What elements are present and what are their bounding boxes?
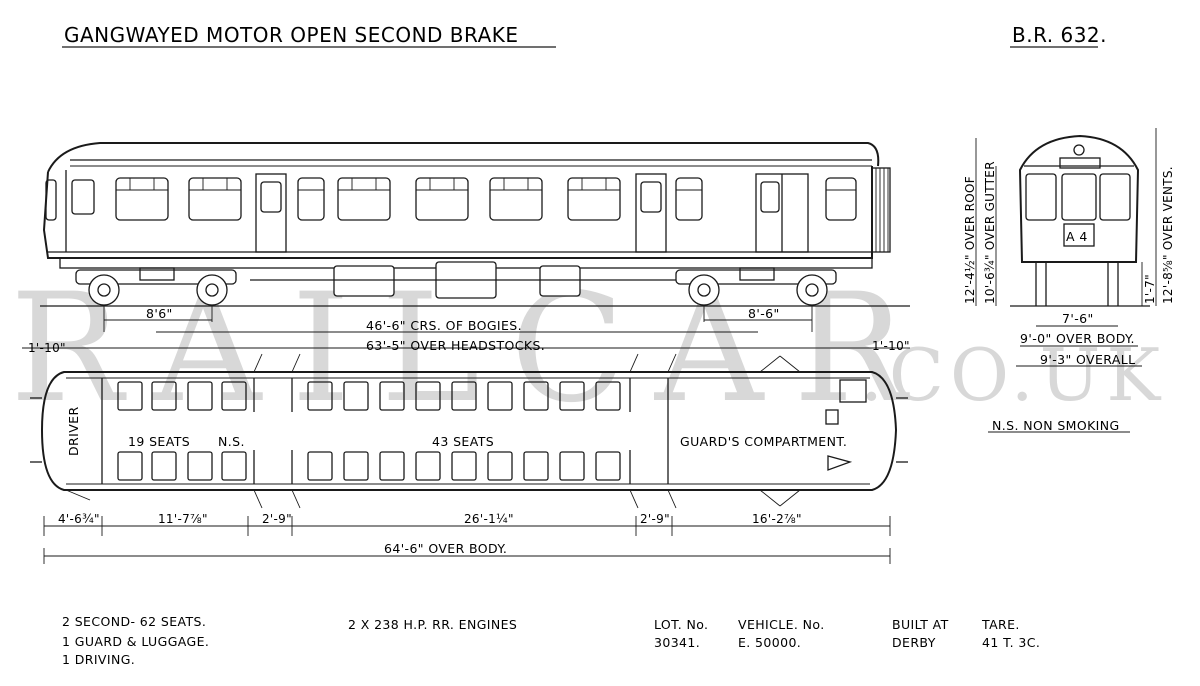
- end-headlamp: [1073, 144, 1085, 156]
- plan-view: [30, 353, 908, 509]
- bogie-right: [675, 267, 837, 306]
- tare-label: TARE.: [981, 617, 1020, 632]
- door-1-window: [260, 181, 282, 213]
- door-2-window: [640, 181, 662, 213]
- seats-ns: [117, 381, 247, 481]
- end-window-right: [1099, 173, 1131, 221]
- door-swings: [65, 353, 801, 509]
- bogie-centres: 46'-6" CRS. OF BOGIES.: [366, 318, 522, 333]
- luggage-door-window: [760, 181, 780, 213]
- gangway-bellows: [871, 167, 891, 253]
- seats-main: [307, 381, 621, 481]
- side-elevation: [40, 142, 910, 307]
- end-window-left: [1025, 173, 1057, 221]
- plan-dimensions: [43, 516, 891, 564]
- label-guards: GUARD'S COMPARTMENT.: [680, 434, 847, 449]
- label-ns-seats: 19 SEATS: [128, 434, 190, 449]
- plan-dim-4: 26'-1¼": [464, 512, 514, 526]
- roof-line: [47, 142, 880, 173]
- over-headstocks: 63'-5" OVER HEADSTOCKS.: [366, 338, 545, 353]
- door-2: [635, 173, 667, 253]
- cab-front-window: [45, 179, 57, 221]
- label-driver: DRIVER: [66, 406, 81, 456]
- end-elevation: [975, 128, 1157, 433]
- end-window-centre: [1061, 173, 1097, 221]
- guards-handbrake: [827, 455, 853, 471]
- height-over-roof: 12'-4½" OVER ROOF: [963, 176, 977, 304]
- height-over-vents: 12'-8⅝" OVER VENTS.: [1161, 166, 1175, 304]
- label-main-seats: 43 SEATS: [432, 434, 494, 449]
- plan-dim-3: 2'-9": [262, 512, 292, 526]
- plan-dim-1: 4'-6¾": [58, 512, 100, 526]
- width-track: 7'-6": [1062, 311, 1094, 326]
- lot-value: 30341.: [654, 635, 700, 650]
- built-value: DERBY: [892, 635, 936, 650]
- plan-dim-6: 16'-2⅞": [752, 512, 802, 526]
- legend-non-smoking: N.S. NON SMOKING: [992, 418, 1120, 433]
- window-ventilators: [116, 178, 856, 191]
- width-over-body: 9'-0" OVER BODY.: [1020, 331, 1135, 346]
- vehicle-label: VEHICLE. No.: [738, 617, 825, 632]
- plan-over-body: 64'-6" OVER BODY.: [384, 541, 507, 556]
- bogie-left: [75, 267, 237, 306]
- notes: 2 SECOND- 62 SEATS. 1 GUARD & LUGGAGE. 1…: [62, 614, 1040, 667]
- lot-label: LOT. No.: [654, 617, 708, 632]
- engines-note: 2 X 238 H.P. RR. ENGINES: [348, 617, 517, 632]
- end-destination-box: [1059, 157, 1101, 169]
- plan-dim-5: 2'-9": [640, 512, 670, 526]
- diagram-number: B.R. 632.: [1012, 23, 1107, 47]
- door-1: [255, 173, 287, 253]
- plan-dim-2: 11'-7⅞": [158, 512, 208, 526]
- vehicle-value: E. 50000.: [738, 635, 801, 650]
- built-label: BUILT AT: [892, 617, 949, 632]
- watermark-suffix: .CO.UK: [860, 333, 1166, 417]
- headcode: A 4: [1066, 229, 1088, 244]
- width-overall: 9'-3" OVERALL: [1040, 352, 1136, 367]
- bellows-folds: [875, 168, 889, 252]
- overhang-left: 1'-10": [28, 341, 66, 355]
- cab-side-window: [71, 179, 95, 215]
- saloon-windows: [115, 177, 857, 221]
- engine-2: [539, 265, 581, 297]
- bogie-wheelbase-right: 8'-6": [748, 306, 780, 321]
- plan-outline: [40, 371, 898, 491]
- end-outline: [1018, 134, 1140, 263]
- headcode-box: [1063, 223, 1095, 247]
- accommodation-line-3: 1 DRIVING.: [62, 652, 135, 667]
- height-over-gutter: 10'-6¾" OVER GUTTER: [983, 161, 997, 304]
- overhang-right: 1'-10": [872, 339, 910, 353]
- side-dimensions: [22, 306, 910, 349]
- engine-1: [333, 265, 395, 297]
- axle-height: 1'-7": [1143, 274, 1157, 304]
- label-ns: N.S.: [218, 434, 245, 449]
- guards-seat: [825, 409, 839, 425]
- accommodation-line-1: 2 SECOND- 62 SEATS.: [62, 614, 206, 629]
- guards-desk: [839, 379, 867, 403]
- bogie-wheelbase-left: 8'6": [146, 306, 173, 321]
- tare-value: 41 T. 3C.: [982, 635, 1040, 650]
- diagram-title: GANGWAYED MOTOR OPEN SECOND BRAKE: [64, 23, 519, 47]
- accommodation-line-2: 1 GUARD & LUGGAGE.: [62, 634, 209, 649]
